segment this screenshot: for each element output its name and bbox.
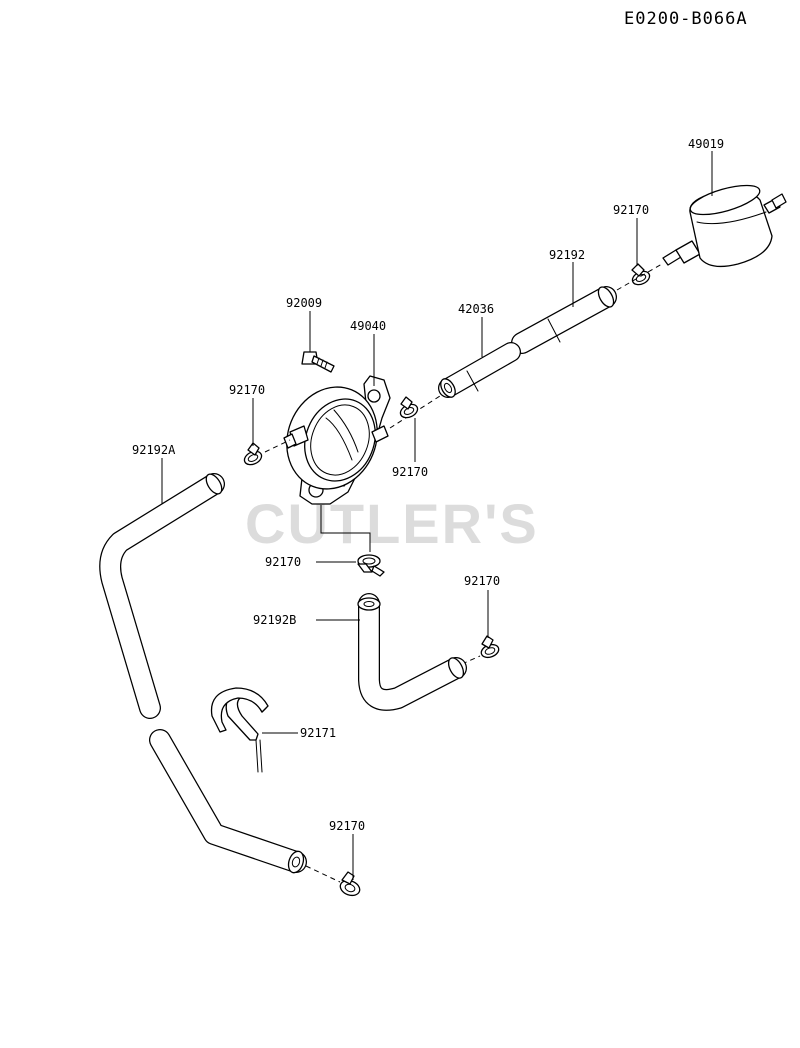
part-label-92170-e[interactable]: 92170 [464,574,500,588]
part-label-92192[interactable]: 92192 [549,248,585,262]
part-label-49019[interactable]: 49019 [688,137,724,151]
diagram-code: E0200-B066A [624,9,748,29]
screw-92009[interactable] [301,351,335,373]
part-label-92170-d[interactable]: 92170 [265,555,301,569]
hose-92192[interactable] [511,284,617,354]
part-label-42036[interactable]: 42036 [458,302,494,316]
fuel-pump-49040[interactable] [272,373,393,505]
part-label-92170-c[interactable]: 92170 [229,383,265,397]
clamp-92170-c[interactable] [242,442,263,467]
watermark: CUTLER'S [245,492,539,555]
clamp-92170-e[interactable] [479,635,500,660]
part-label-92192A[interactable]: 92192A [132,443,176,457]
clamp-92170-b[interactable] [398,396,419,420]
hose-92192B[interactable] [357,593,467,711]
part-label-92192B[interactable]: 92192B [253,613,296,627]
part-label-92170-b[interactable]: 92170 [392,465,428,479]
hose-92192A[interactable] [99,471,307,874]
part-label-92170-f[interactable]: 92170 [329,819,365,833]
holder-92171[interactable] [210,687,269,773]
part-label-49040[interactable]: 49040 [350,319,386,333]
part-label-92009[interactable]: 92009 [286,296,322,310]
clamp-92170-f[interactable] [338,871,362,898]
connector-42036[interactable] [438,342,521,400]
fuel-filter-49019[interactable] [662,180,787,268]
part-label-92170-a[interactable]: 92170 [613,203,649,217]
clamp-92170-a[interactable] [630,263,651,287]
part-label-92171[interactable]: 92171 [300,726,336,740]
clamp-92170-d[interactable] [357,554,385,577]
